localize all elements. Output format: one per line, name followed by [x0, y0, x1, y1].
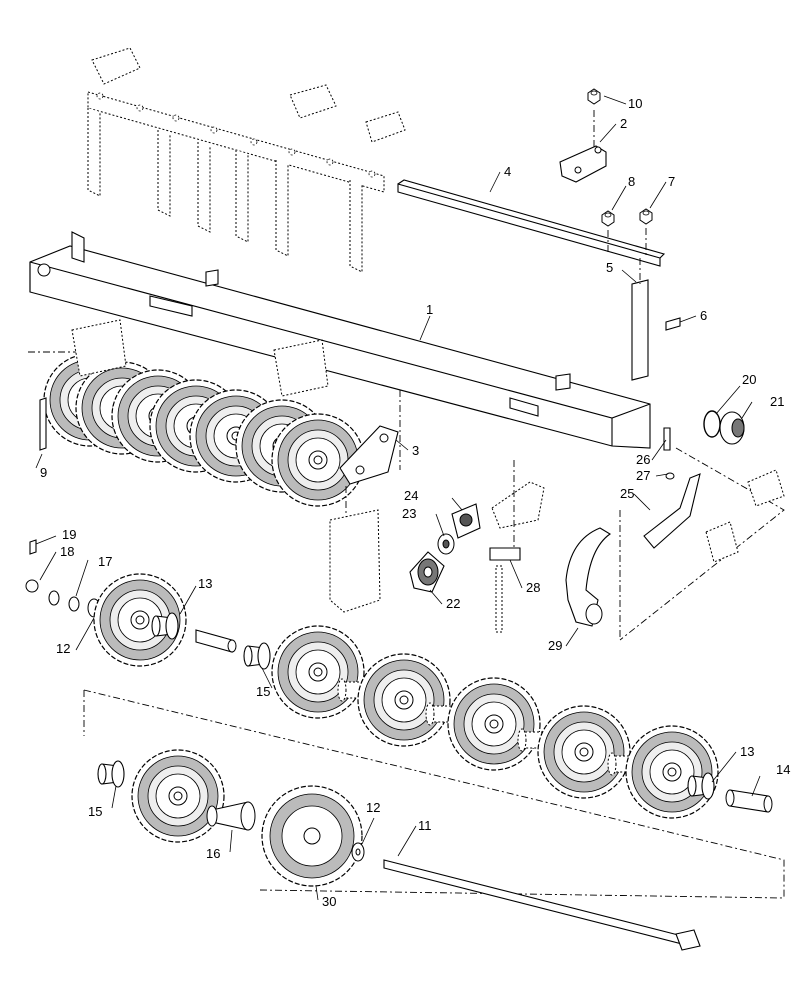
- washer-23: [437, 533, 455, 555]
- strip-5: [631, 279, 649, 381]
- bushing-13-left: [151, 612, 179, 640]
- callout-15a: 15: [256, 684, 270, 699]
- nut-8: [601, 210, 615, 227]
- callout-7: 7: [668, 174, 675, 189]
- callout-20: 20: [742, 372, 756, 387]
- callout-22: 22: [446, 596, 460, 611]
- nut-7: [639, 208, 653, 225]
- callout-13a: 13: [198, 576, 212, 591]
- upper-disc-gang: [43, 319, 365, 507]
- reference-bearing-right: [747, 469, 785, 507]
- callout-labels: 1 2 3 4 5 6 7 8 9 10 11 12 12 13 13 14 1…: [40, 96, 790, 909]
- bushing-13-right: [687, 772, 715, 800]
- leader-lines: [35, 95, 761, 901]
- callout-21: 21: [770, 394, 784, 409]
- disc-lower: [131, 749, 225, 843]
- callout-23: 23: [402, 506, 416, 521]
- callout-8: 8: [628, 174, 635, 189]
- callout-25: 25: [620, 486, 634, 501]
- bolt-reference: [495, 565, 503, 633]
- bolt-6: [665, 317, 681, 331]
- bracket-25: [643, 473, 701, 549]
- callout-4: 4: [504, 164, 511, 179]
- callout-9: 9: [40, 465, 47, 480]
- bearing-24: [451, 503, 481, 539]
- callout-13b: 13: [740, 744, 754, 759]
- callout-28: 28: [526, 580, 540, 595]
- washer-27: [665, 472, 675, 480]
- bolt-26: [663, 427, 671, 451]
- strip-4: [397, 179, 666, 267]
- plate-28: [489, 547, 521, 561]
- disc-shaft-5: [625, 725, 719, 819]
- callout-16: 16: [206, 846, 220, 861]
- callout-2: 2: [620, 116, 627, 131]
- bushing-15-lower: [97, 760, 125, 788]
- disc-30: [261, 785, 363, 887]
- callout-10: 10: [628, 96, 642, 111]
- bushing-15-upper: [243, 642, 271, 670]
- disc-shaft-1: [271, 625, 365, 719]
- callout-26: 26: [636, 452, 650, 467]
- main-frame-beam: [29, 231, 651, 449]
- tube-14: [725, 789, 773, 813]
- bracket-3: [339, 425, 399, 485]
- callout-17: 17: [98, 554, 112, 569]
- callout-11: 11: [418, 818, 432, 833]
- reference-bearing: [705, 521, 739, 563]
- callout-1: 1: [426, 302, 433, 317]
- arm-29: [565, 527, 612, 627]
- reference-bracket: [329, 509, 381, 613]
- nut-10: [587, 88, 601, 105]
- callout-29: 29: [548, 638, 562, 653]
- shaft-11: [383, 859, 701, 951]
- reference-scraper-assembly: [87, 47, 406, 273]
- bolt-9: [39, 397, 47, 451]
- callout-15b: 15: [88, 804, 102, 819]
- disc-shaft-4: [537, 705, 631, 799]
- washer-12-lower: [351, 842, 365, 862]
- spool-16: [206, 801, 256, 831]
- callout-12a: 12: [56, 641, 70, 656]
- callout-30: 30: [322, 894, 336, 909]
- reference-bracket-right: [491, 481, 545, 529]
- disc-shaft-3: [447, 677, 541, 771]
- callout-19: 19: [62, 527, 76, 542]
- bearing-22: [409, 551, 445, 593]
- disc-shaft-2: [357, 653, 451, 747]
- callout-5: 5: [606, 260, 613, 275]
- callout-27: 27: [636, 468, 650, 483]
- callout-24: 24: [404, 488, 418, 503]
- ring-20: [703, 410, 721, 438]
- callout-6: 6: [700, 308, 707, 323]
- callout-12b: 12: [366, 800, 380, 815]
- plate-2: [559, 145, 607, 183]
- spacer-tube: [195, 629, 237, 653]
- callout-14: 14: [776, 762, 790, 777]
- callout-3: 3: [412, 443, 419, 458]
- callout-18: 18: [60, 544, 74, 559]
- bearing-21: [719, 411, 745, 445]
